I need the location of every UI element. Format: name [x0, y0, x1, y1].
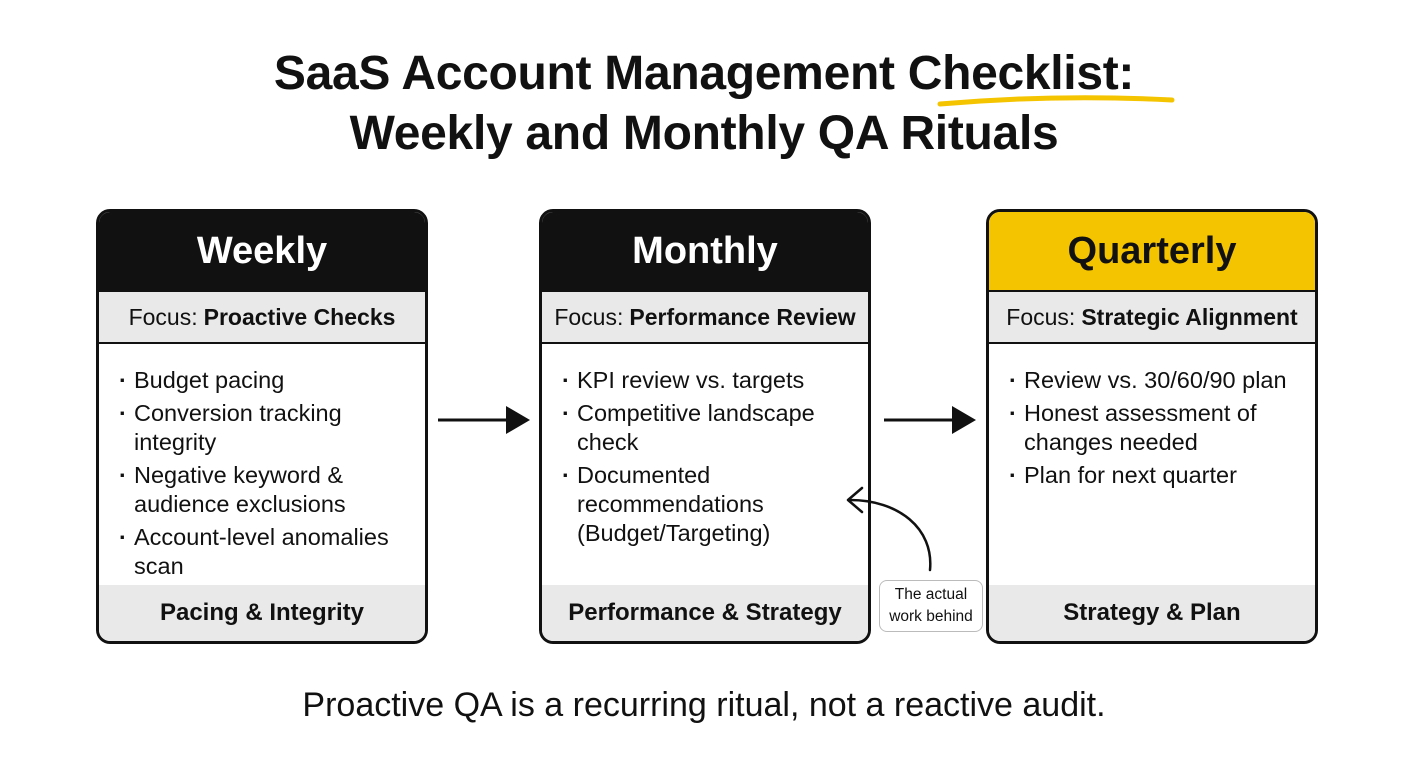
card-heading: Quarterly: [989, 212, 1315, 292]
focus-label: Focus:: [128, 303, 198, 330]
focus-label: Focus:: [1006, 303, 1076, 330]
card-footer: Performance & Strategy: [542, 585, 868, 641]
focus-label: Focus:: [554, 303, 624, 330]
arrow-right-icon: [884, 406, 976, 434]
checklist: Review vs. 30/60/90 plan Honest assessme…: [989, 344, 1315, 490]
weekly-card: Weekly Focus: Proactive Checks Budget pa…: [96, 209, 428, 644]
title-text: SaaS Account Management: [273, 47, 908, 100]
title-line-1: SaaS Account Management Checklist:: [0, 44, 1408, 104]
card-heading: Monthly: [542, 212, 868, 292]
card-focus: Focus: Proactive Checks: [99, 292, 425, 344]
card-footer: Strategy & Plan: [989, 585, 1315, 641]
title-line-2: Weekly and Monthly QA Rituals: [349, 107, 1059, 160]
card-focus: Focus: Strategic Alignment: [989, 292, 1315, 344]
list-item: Account-level anomalies scan: [119, 523, 409, 581]
card-focus: Focus: Performance Review: [542, 292, 868, 344]
focus-value: Strategic Alignment: [1081, 303, 1298, 330]
list-item: Documented recommendations (Budget/Targe…: [562, 461, 852, 548]
quarterly-card: Quarterly Focus: Strategic Alignment Rev…: [986, 209, 1318, 644]
checklist: Budget pacing Conversion tracking integr…: [99, 344, 425, 581]
card-heading: Weekly: [99, 212, 425, 292]
monthly-card: Monthly Focus: Performance Review KPI re…: [539, 209, 871, 644]
arrow-right-icon: [438, 406, 530, 434]
card-footer: Pacing & Integrity: [99, 585, 425, 641]
list-item: Honest assessment of changes needed: [1009, 399, 1299, 457]
list-item: Negative keyword & audience exclusions: [119, 461, 409, 519]
annotation-note: The actual work behind: [879, 580, 983, 632]
list-item: KPI review vs. targets: [562, 366, 852, 395]
tagline: Proactive QA is a recurring ritual, not …: [302, 686, 1106, 724]
focus-value: Proactive Checks: [203, 303, 396, 330]
list-item: Competitive landscape check: [562, 399, 852, 457]
list-item: Plan for next quarter: [1009, 461, 1299, 490]
annotation-line: The actual: [894, 586, 968, 603]
annotation-line: work behind: [889, 608, 973, 625]
page-title: SaaS Account Management Checklist: Weekl…: [0, 44, 1408, 164]
title-highlight: Checklist:: [907, 47, 1135, 100]
list-item: Budget pacing: [119, 366, 409, 395]
checklist: KPI review vs. targets Competitive lands…: [542, 344, 868, 548]
focus-value: Performance Review: [629, 303, 856, 330]
curved-arrow-icon: [846, 486, 932, 572]
list-item: Conversion tracking integrity: [119, 399, 409, 457]
list-item: Review vs. 30/60/90 plan: [1009, 366, 1299, 395]
